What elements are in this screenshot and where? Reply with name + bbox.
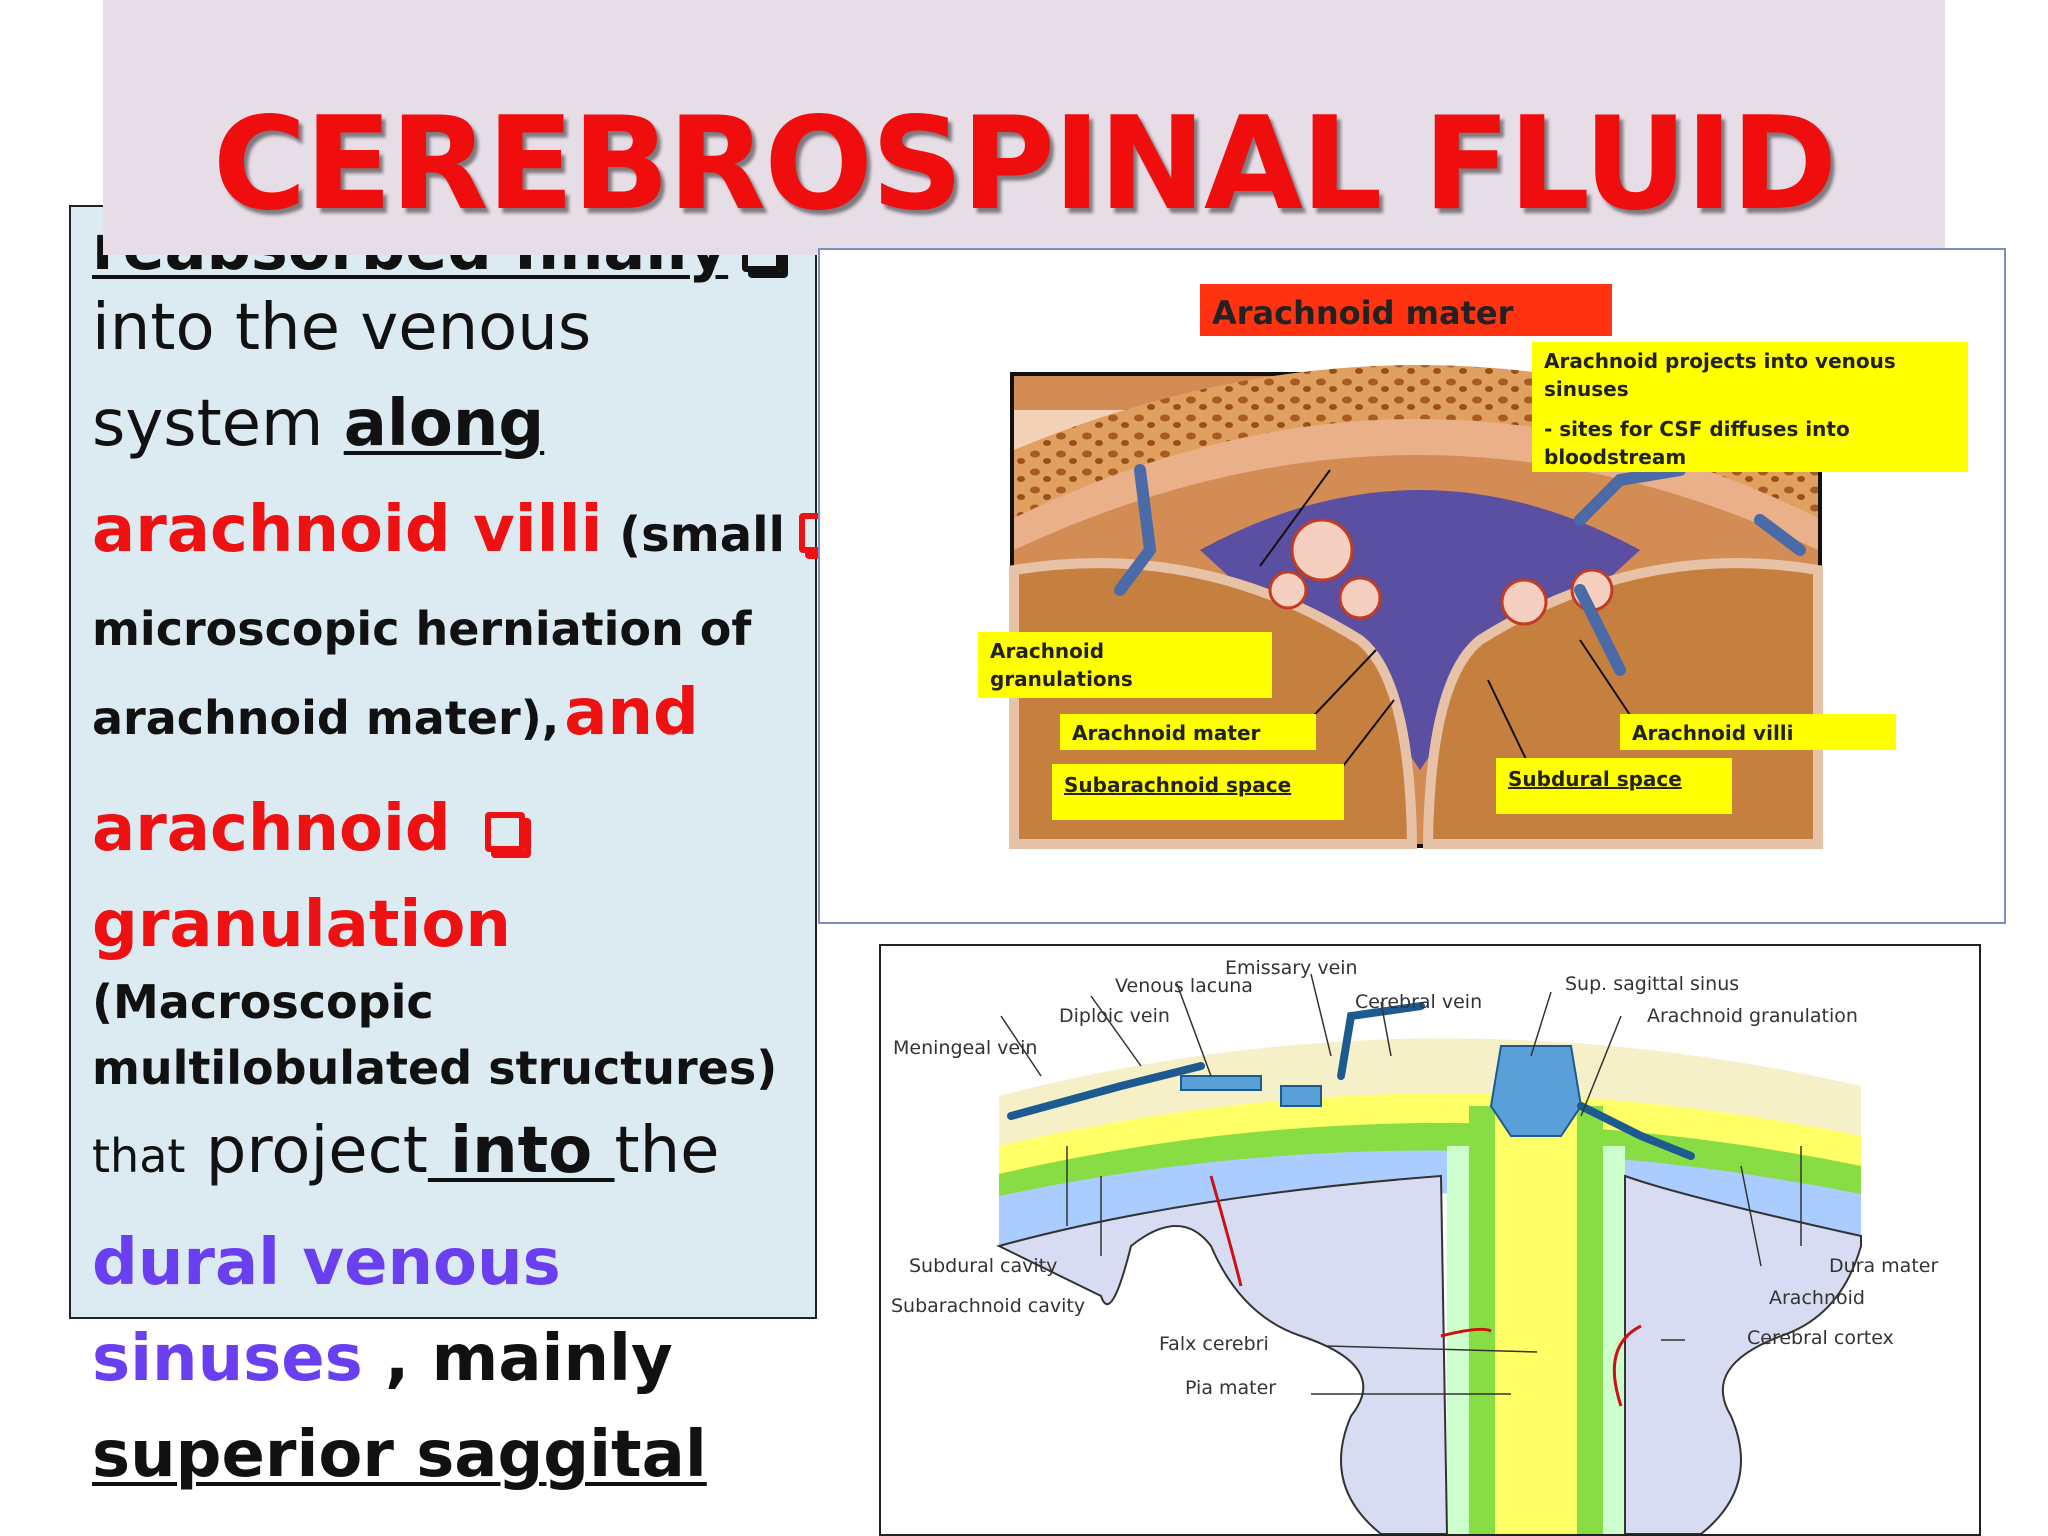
falx-left-green (1469, 1106, 1495, 1534)
label-subarachnoid: Subarachnoid space (1064, 773, 1291, 797)
label-diploic-vein: Diploic vein (1059, 1005, 1170, 1027)
text-line-14: superior saggital (92, 1418, 707, 1492)
text-line-11: that project into the (92, 1114, 720, 1188)
page-title: CEREBROSPINAL FLUID (212, 90, 1838, 239)
left-cortex (996, 1174, 1449, 1534)
granulation-knobs (1268, 518, 1614, 626)
text-line-9: (Macroscopic (92, 975, 434, 1029)
text-line-10: multilobulated structures) (92, 1041, 778, 1095)
vein-lines (1007, 1002, 1695, 1160)
label-villi-box (1620, 714, 1896, 750)
right-cortex (1624, 1174, 1862, 1534)
falx-right-pale (1603, 1146, 1625, 1534)
pia-blue-layer (999, 1150, 1861, 1246)
text-line-8: granulation (92, 888, 511, 962)
meninges-diagram: Emissary vein Venous lacuna Cerebral vei… (891, 957, 1938, 1534)
title-banner: CEREBROSPINAL FLUID (103, 0, 1945, 255)
falx-right-green (1577, 1106, 1603, 1534)
label-arachnoid-granulation: Arachnoid granulation (1647, 1005, 1858, 1027)
label-venous-lacuna: Venous lacuna (1115, 975, 1253, 997)
meninges-figure: Emissary vein Venous lacuna Cerebral vei… (879, 944, 1981, 1536)
falx-channel (1495, 1106, 1577, 1534)
text-line-13: sinuses , mainly (92, 1322, 673, 1396)
label-emissary-vein: Emissary vein (1225, 957, 1358, 979)
callout-projects-box (1532, 342, 1968, 472)
label-subdural: Subdural space (1508, 767, 1682, 791)
label-cerebral-cortex: Cerebral cortex (1747, 1327, 1894, 1349)
label-pia-mater: Pia mater (1185, 1377, 1276, 1399)
callout-projects: Arachnoid projects into venous sinuses -… (1544, 349, 1903, 469)
fig2-leader-lines (1000, 973, 1802, 1395)
arachnoid-mater-figure: Arachnoid mater Arachnoid projects into … (818, 248, 2006, 924)
label-arachnoid-mater: Arachnoid mater (1072, 721, 1261, 745)
dura-yellow-layer (999, 1093, 1861, 1196)
label-dura-mater: Dura mater (1829, 1255, 1938, 1277)
label-falx-cerebri: Falx cerebri (1159, 1333, 1269, 1355)
label-granulations-box (978, 632, 1272, 698)
label-granulations: Arachnoid granulations (990, 639, 1133, 691)
veins (1114, 464, 1806, 676)
cortical-vessels (1209, 1175, 1642, 1407)
arachnoid-diagram: Arachnoid mater Arachnoid projects into … (978, 284, 1968, 849)
label-arachnoid: Arachnoid (1769, 1287, 1865, 1309)
figure1-title: Arachnoid mater (1212, 294, 1514, 332)
arachnoid-green-layer (999, 1122, 1861, 1208)
venous-structures (1180, 1045, 1583, 1137)
checkbox-bullet-red (484, 812, 525, 853)
text-line-5: microscopic herniation of (92, 602, 752, 656)
label-subdural-box (1496, 758, 1732, 814)
label-cerebral-vein: Cerebral vein (1355, 991, 1482, 1013)
label-arachnoid-mater-box (1060, 714, 1316, 750)
label-villi: Arachnoid villi (1632, 721, 1794, 745)
text-line-2: into the venous (92, 291, 592, 365)
falx-left-pale (1447, 1146, 1469, 1534)
figure1-title-box (1200, 284, 1612, 336)
text-line-12: dural venous (92, 1226, 561, 1300)
text-panel (69, 205, 817, 1319)
label-sagittal-sinus: Sup. sagittal sinus (1565, 973, 1739, 995)
label-subdural-cavity: Subdural cavity (909, 1255, 1057, 1277)
body-text: reabsorbed finally into the venous syste… (92, 216, 839, 1501)
label-subarachnoid-box (1052, 764, 1344, 820)
label-subarachnoid-cavity: Subarachnoid cavity (891, 1295, 1085, 1317)
text-line-3: system along (92, 387, 545, 461)
text-line-6: arachnoid mater), and (92, 676, 699, 750)
text-line-7: arachnoid (92, 777, 812, 881)
label-meningeal-vein: Meningeal vein (893, 1037, 1037, 1059)
text-line-4: arachnoid villi (small (92, 472, 839, 593)
